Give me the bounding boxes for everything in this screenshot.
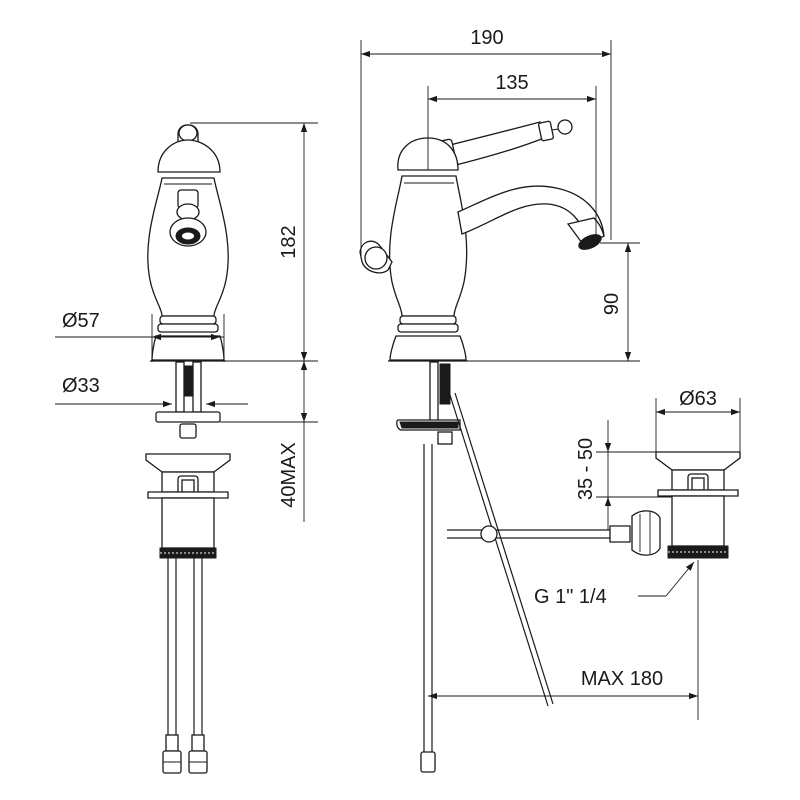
front-waste bbox=[145, 453, 231, 559]
side-hose bbox=[420, 444, 436, 773]
side-shank bbox=[396, 361, 461, 445]
dim-deck-thickness-label: 40MAX bbox=[278, 442, 300, 508]
front-dome bbox=[157, 139, 221, 173]
dim-waste-adjustment: 35 - 50 bbox=[575, 420, 672, 530]
front-aerator bbox=[169, 189, 207, 247]
dim-overall-length: 190 bbox=[360, 27, 612, 258]
dim-waste-thread: G 1" 1/4 bbox=[534, 561, 695, 608]
side-body bbox=[388, 175, 468, 317]
dim-base-diameter: Ø57 bbox=[55, 310, 225, 362]
front-hoses bbox=[162, 556, 208, 774]
dim-waste-thread-label: G 1" 1/4 bbox=[534, 586, 607, 608]
dim-hole-diameter-label: Ø33 bbox=[62, 375, 100, 397]
dim-spout-height: 90 bbox=[468, 242, 640, 362]
dim-hole-diameter: Ø33 bbox=[55, 375, 248, 408]
dim-waste-diameter: Ø63 bbox=[655, 388, 741, 452]
dim-total-height-label: 182 bbox=[278, 225, 300, 258]
dim-spout-reach-label: 135 bbox=[495, 72, 528, 94]
dim-base-diameter-label: Ø57 bbox=[62, 310, 100, 332]
front-base bbox=[151, 335, 225, 361]
dim-waste-adjustment-label: 35 - 50 bbox=[575, 438, 597, 500]
dim-waste-diameter-label: Ø63 bbox=[679, 388, 717, 410]
side-lever-handle bbox=[437, 119, 573, 167]
front-shank bbox=[155, 361, 221, 439]
dim-max-rod-length: MAX 180 bbox=[428, 560, 699, 720]
side-base bbox=[389, 335, 467, 361]
dim-spout-height-label: 90 bbox=[601, 293, 623, 315]
dim-total-height: 182 bbox=[190, 122, 318, 362]
dim-max-rod-length-label: MAX 180 bbox=[581, 668, 663, 690]
dim-spout-reach: 135 bbox=[427, 72, 597, 236]
dim-overall-length-label: 190 bbox=[470, 27, 503, 49]
side-pull-rod-knob bbox=[359, 240, 393, 274]
side-waste bbox=[609, 451, 741, 559]
side-waste-linkage bbox=[447, 392, 610, 707]
front-view: Ø57 Ø33 182 40MAX bbox=[55, 122, 318, 774]
dim-deck-thickness: 40MAX bbox=[220, 361, 318, 522]
side-view: 190 135 90 Ø63 35 bbox=[359, 27, 741, 773]
